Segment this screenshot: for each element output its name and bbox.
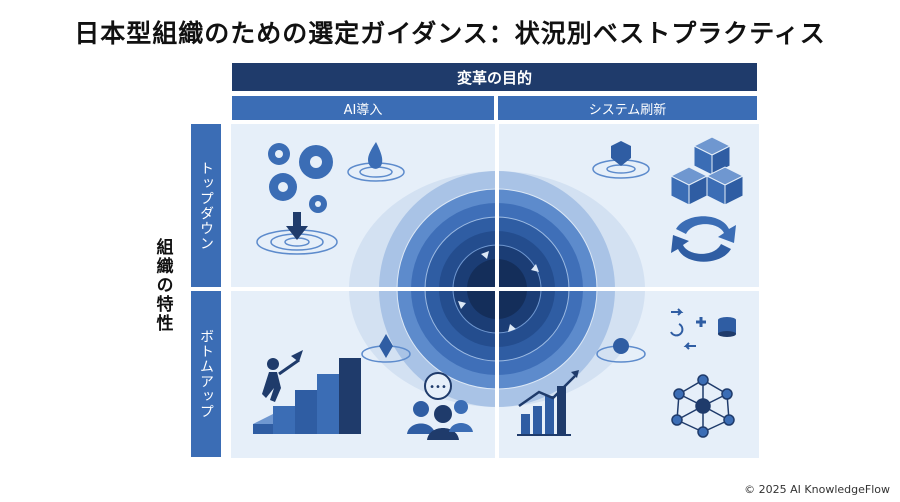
- diamond-drop-icon: [361, 334, 411, 363]
- cube-drop-icon: [592, 141, 650, 179]
- header-system-renewal: システム刷新: [498, 96, 757, 120]
- sync-arrows-icon: [671, 216, 736, 262]
- row-header-bottom-up: ボトムアップ: [191, 291, 221, 457]
- row-axis-label: 組織の特性: [152, 237, 173, 333]
- team-chat-icon: •••: [407, 372, 473, 440]
- droplet-icon: [347, 142, 405, 182]
- stacked-cubes-icon: [669, 136, 745, 206]
- row-header-top-down: トップダウン: [191, 124, 221, 287]
- page-title: 日本型組織のための選定ガイダンス：状況別ベストプラクティス: [74, 19, 826, 48]
- header-ai-adoption: AI導入: [232, 96, 494, 120]
- gears-icon: [268, 143, 333, 213]
- spark-ripple-icon: [596, 338, 646, 363]
- quadrant-art: •••: [231, 124, 759, 458]
- down-arrow-ripple-icon: [256, 212, 338, 255]
- header-purpose: 変革の目的: [232, 63, 757, 91]
- growth-chart-icon: [517, 370, 579, 436]
- copyright-footer: © 2025 AI KnowledgeFlow: [744, 483, 890, 496]
- svg-text:•••: •••: [429, 382, 447, 393]
- data-flow-icon: [670, 308, 736, 350]
- network-icon: [671, 374, 735, 438]
- person-climbing-stairs-icon: [253, 350, 361, 434]
